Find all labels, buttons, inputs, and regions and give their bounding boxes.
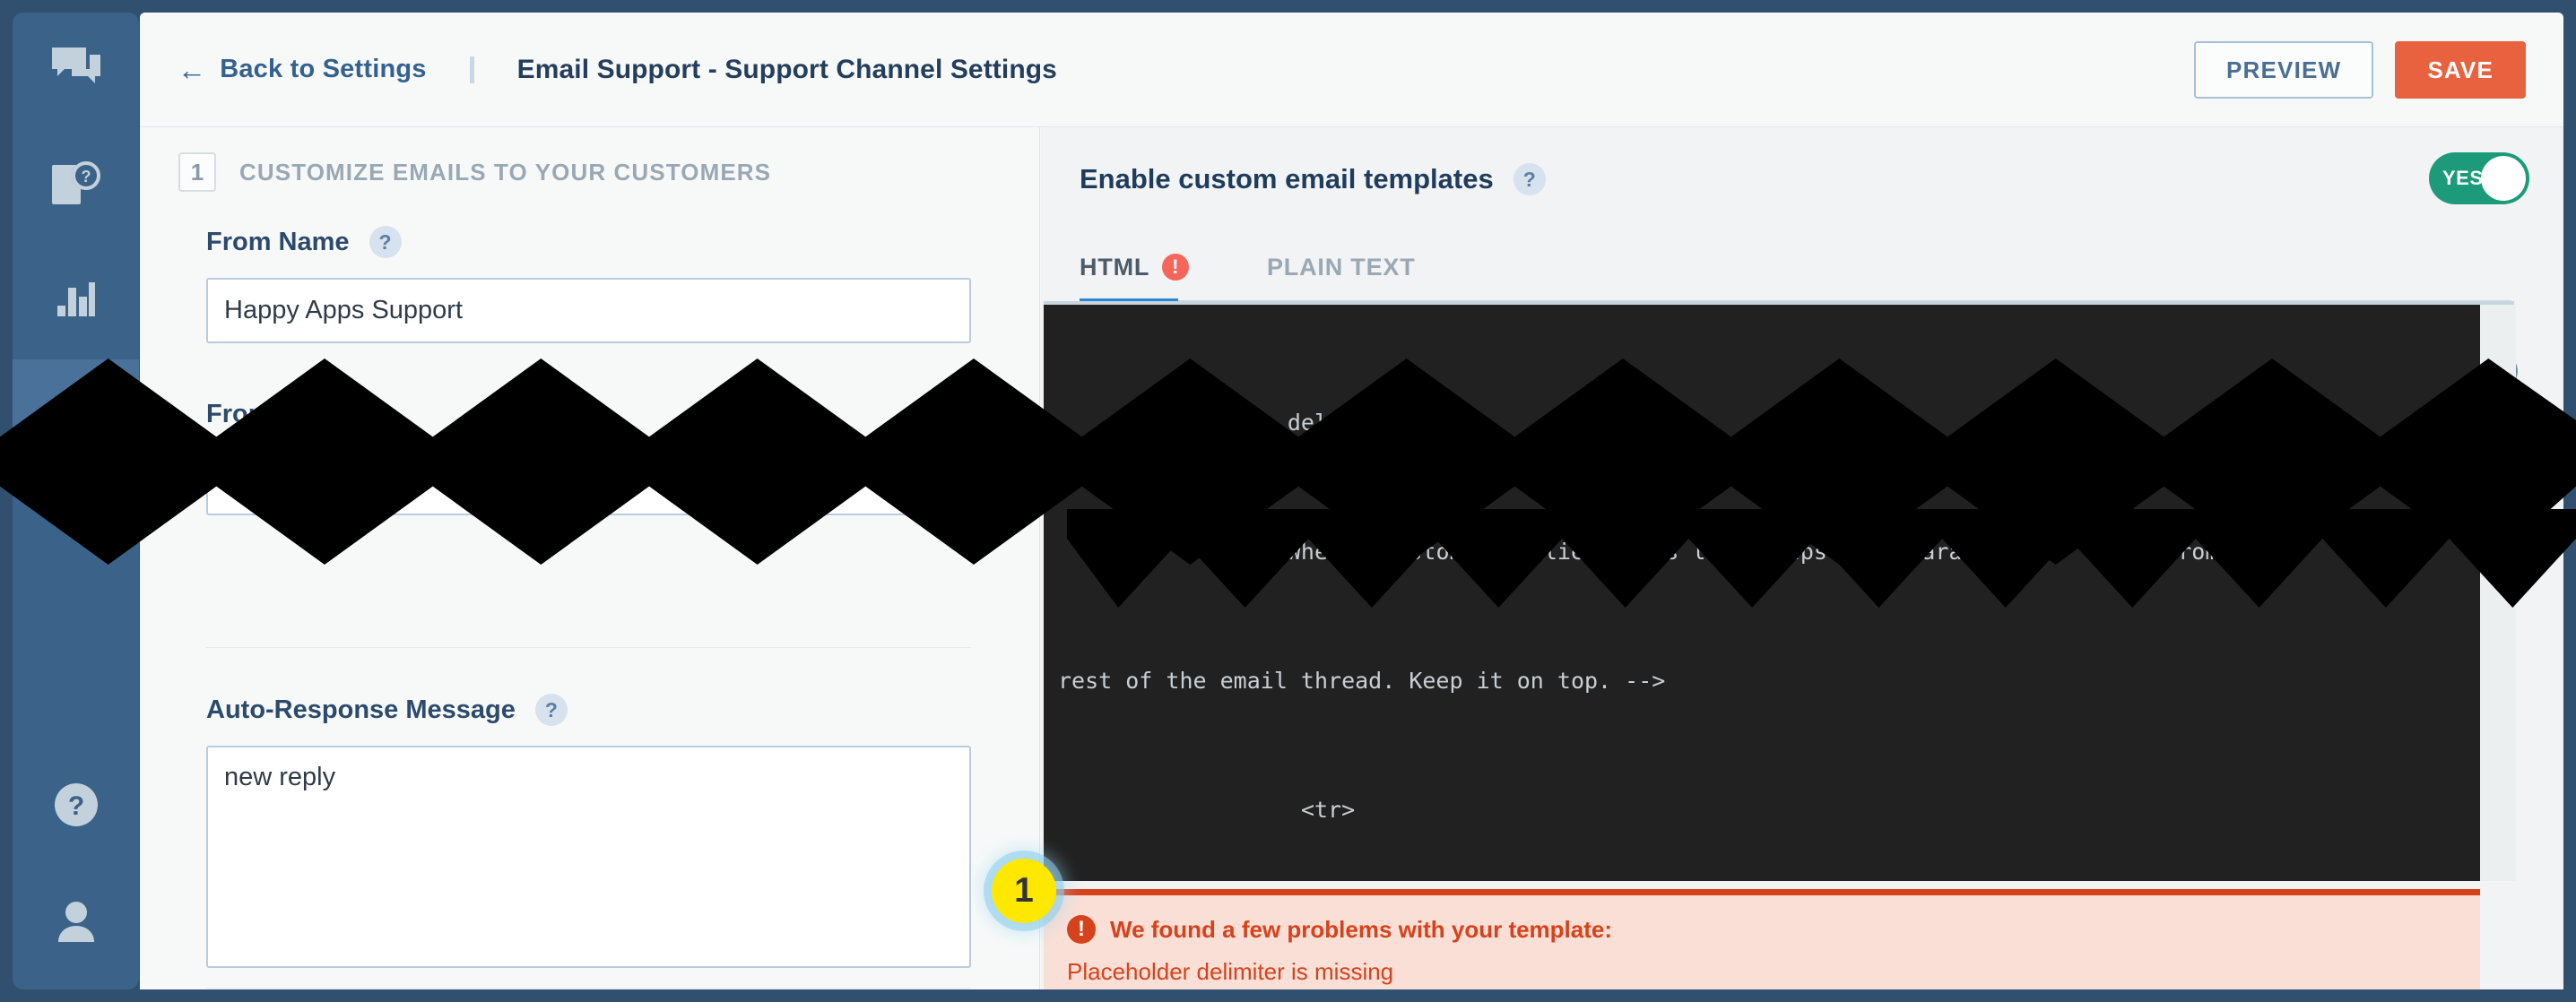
tab-html[interactable]: HTML ! xyxy=(1080,231,1190,303)
knowledge-base-icon: ? xyxy=(50,160,102,212)
content-split: 1 CUSTOMIZE EMAILS TO YOUR CUSTOMERS Fro… xyxy=(140,127,2563,989)
account-icon xyxy=(53,899,100,946)
enable-templates-toggle[interactable]: YES xyxy=(2429,152,2529,204)
tab-html-label: HTML xyxy=(1080,253,1150,281)
conversations-icon xyxy=(50,46,102,95)
from-name-label-row: From Name ? xyxy=(206,226,971,258)
arrow-left-icon: ← xyxy=(178,53,207,86)
section-1-number: 1 xyxy=(178,152,216,192)
section-divider xyxy=(206,988,971,989)
back-to-settings-link[interactable]: ← Back to Settings xyxy=(178,55,427,84)
sidebar-item-analytics[interactable] xyxy=(13,244,139,359)
editor-vertical-scrollbar[interactable] xyxy=(2480,305,2516,881)
rail-bottom-group: ? xyxy=(13,749,139,980)
back-to-settings-label: Back to Settings xyxy=(220,55,427,83)
topbar-actions: PREVIEW SAVE xyxy=(2194,13,2526,127)
from-name-label: From Name xyxy=(206,227,350,256)
auto-response-textarea[interactable]: new reply xyxy=(206,746,971,968)
enable-templates-label: Enable custom email templates xyxy=(1080,163,1494,194)
code-line: <tr> xyxy=(1058,797,1356,823)
gear-icon xyxy=(54,393,99,442)
toggle-knob xyxy=(2481,156,2526,201)
from-email-help-icon[interactable]: ? xyxy=(291,398,324,430)
rail-top-group: ? xyxy=(13,13,139,475)
svg-text:?: ? xyxy=(67,791,83,821)
tab-plain-text-label: PLAIN TEXT xyxy=(1267,253,1416,281)
enable-templates-help-icon[interactable]: ? xyxy=(1513,163,1546,195)
sidebar-item-conversations[interactable] xyxy=(13,13,139,128)
from-email-input[interactable] xyxy=(206,450,971,515)
tab-html-error-badge: ! xyxy=(1162,254,1190,281)
template-error-detail: Placeholder delimiter is missing xyxy=(1067,958,1394,985)
template-error-panel: ! We found a few problems with your temp… xyxy=(1044,889,2480,989)
template-editor-pane: Enable custom email templates ? YES HTML… xyxy=(1041,127,2563,989)
sidebar-item-account[interactable] xyxy=(13,865,139,980)
sidebar-item-knowledge-base[interactable]: ? xyxy=(13,128,139,244)
top-bar: ← Back to Settings Email Support - Suppo… xyxy=(140,13,2563,127)
analytics-icon xyxy=(56,281,97,323)
section-1-title: CUSTOMIZE EMAILS TO YOUR CUSTOMERS xyxy=(239,158,772,186)
save-button[interactable]: SAVE xyxy=(2395,41,2526,99)
template-error-title-row: ! We found a few problems with your temp… xyxy=(1067,915,2480,944)
topbar-divider xyxy=(469,56,474,83)
help-icon: ? xyxy=(53,782,100,833)
auto-response-label-row: Auto-Response Message ? xyxy=(206,694,971,726)
from-name-field-group: From Name ? xyxy=(206,226,971,343)
template-error-title: We found a few problems with your templa… xyxy=(1110,915,1613,943)
from-email-label-row: From ? xyxy=(206,398,971,430)
html-template-code-editor[interactable]: <!-- delimiter: When a customer replies,… xyxy=(1044,305,2480,881)
code-line: <!-- delimiter: xyxy=(1058,410,1423,436)
sidebar-item-help[interactable]: ? xyxy=(13,749,139,865)
alert-icon: ! xyxy=(1067,915,1096,944)
callout-marker-1: 1 xyxy=(992,859,1056,923)
auto-response-field-group: Auto-Response Message ? new reply xyxy=(206,694,971,972)
settings-pane: 1 CUSTOMIZE EMAILS TO YOUR CUSTOMERS Fro… xyxy=(140,127,1040,989)
main-card: ← Back to Settings Email Support - Suppo… xyxy=(140,13,2563,989)
code-line: When a customer replies, this line helps… xyxy=(1058,539,2273,565)
left-nav-rail: ? xyxy=(13,13,139,989)
field-divider xyxy=(206,647,971,648)
code-line: rest of the email thread. Keep it on top… xyxy=(1058,668,1666,694)
editor-tabs: HTML ! PLAIN TEXT { } xyxy=(1041,231,2563,389)
auto-response-label: Auto-Response Message xyxy=(206,695,516,724)
toggle-label: YES xyxy=(2442,167,2484,189)
editor-top-rule xyxy=(1044,301,2514,305)
from-email-field-group: From ? xyxy=(206,398,971,515)
auto-response-help-icon[interactable]: ? xyxy=(534,694,568,726)
section-1-header: 1 CUSTOMIZE EMAILS TO YOUR CUSTOMERS xyxy=(178,152,771,192)
from-email-label: From xyxy=(206,399,272,428)
from-name-input[interactable] xyxy=(206,278,971,343)
from-name-help-icon[interactable]: ? xyxy=(369,226,402,258)
tab-plain-text[interactable]: PLAIN TEXT xyxy=(1267,231,1416,303)
sidebar-item-settings[interactable] xyxy=(13,359,139,475)
svg-text:?: ? xyxy=(81,168,91,186)
page-title: Email Support - Support Channel Settings xyxy=(516,54,1057,84)
preview-button[interactable]: PREVIEW xyxy=(2194,41,2374,99)
template-header: Enable custom email templates ? YES xyxy=(1041,127,2563,231)
